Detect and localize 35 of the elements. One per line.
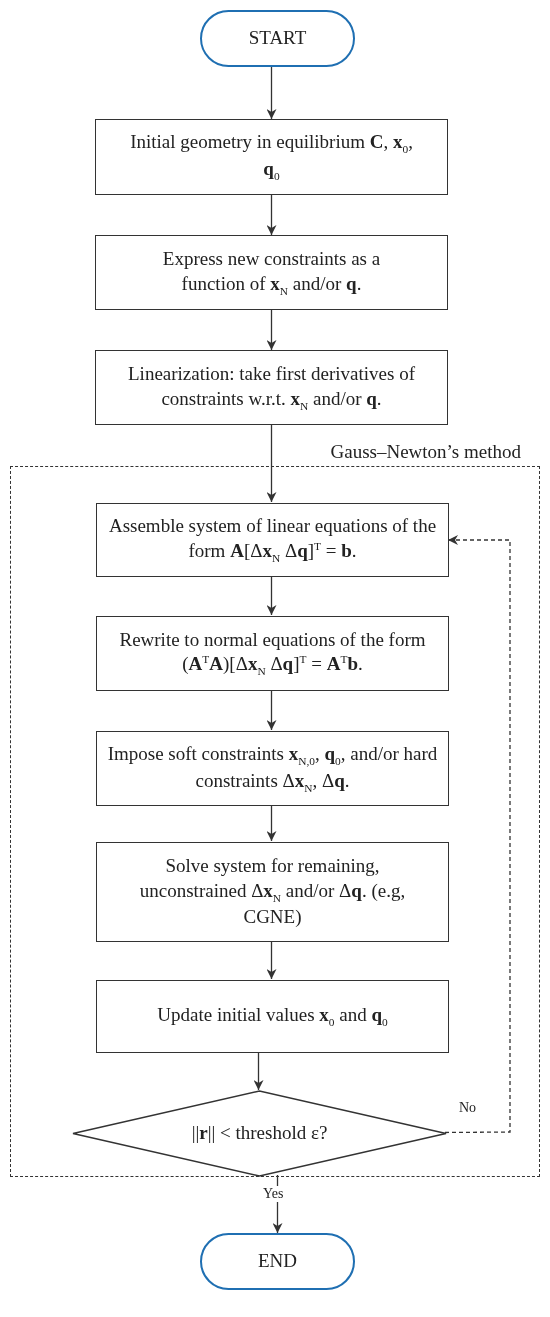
arrow <box>266 66 277 120</box>
terminal-shape <box>200 1233 355 1290</box>
edge-label: Yes <box>262 1186 285 1202</box>
node-text: Solve system for remaining, unconstrained Δx$_{N}$ and/or Δq. (e.g, CGNE) <box>138 854 407 930</box>
decision-diamond <box>73 1091 446 1176</box>
process-box <box>96 731 449 806</box>
arrow <box>266 689 277 731</box>
arrow <box>444 535 511 1134</box>
node-text: Rewrite to normal equations of the form (A$^{T}$A)[Δx$_{N}$ Δq]$^{T}$ = A$^{T}$b. <box>118 627 427 680</box>
node-text: START <box>248 26 307 51</box>
arrow <box>266 424 277 503</box>
process-box <box>95 350 448 425</box>
node-text: Update initial values x$_{0}$ and q$_{0}$ <box>157 1003 388 1030</box>
arrow <box>266 309 277 351</box>
node-text: Assemble system of linear equations of the form A[Δx$_{N}$ Δq]$^{T}$ = b. <box>107 514 438 566</box>
arrow <box>253 1051 264 1091</box>
terminal-shape <box>200 10 355 67</box>
node-text: Linearization: take first derivatives of constraints w.r.t. x$_{N}$ and/or q. <box>127 361 416 414</box>
node-text: Impose soft constraints x$_{N,0}$, q$_{0}$, and/or hard constraints Δx$_{N}$, Δq. <box>106 741 439 796</box>
process-box <box>96 842 449 942</box>
arrow <box>272 1174 283 1234</box>
arrow <box>266 194 277 236</box>
process-box <box>96 503 449 577</box>
arrow <box>266 940 277 980</box>
node-text: END <box>257 1249 298 1274</box>
process-box <box>95 119 448 195</box>
arrow <box>266 804 277 842</box>
arrow <box>266 575 277 616</box>
process-box <box>96 616 449 691</box>
node-text: Initial geometry in equilibrium C, x$_{0}$, q$_{0}$ <box>129 130 414 184</box>
node-text: Express new constraints as a function of x$_{N}$ and/or q. <box>161 246 382 299</box>
process-box <box>95 235 448 310</box>
process-box <box>96 980 449 1053</box>
region-title: Gauss–Newton’s method <box>330 441 521 463</box>
node-text: ||r|| < threshold ε? <box>191 1121 328 1146</box>
